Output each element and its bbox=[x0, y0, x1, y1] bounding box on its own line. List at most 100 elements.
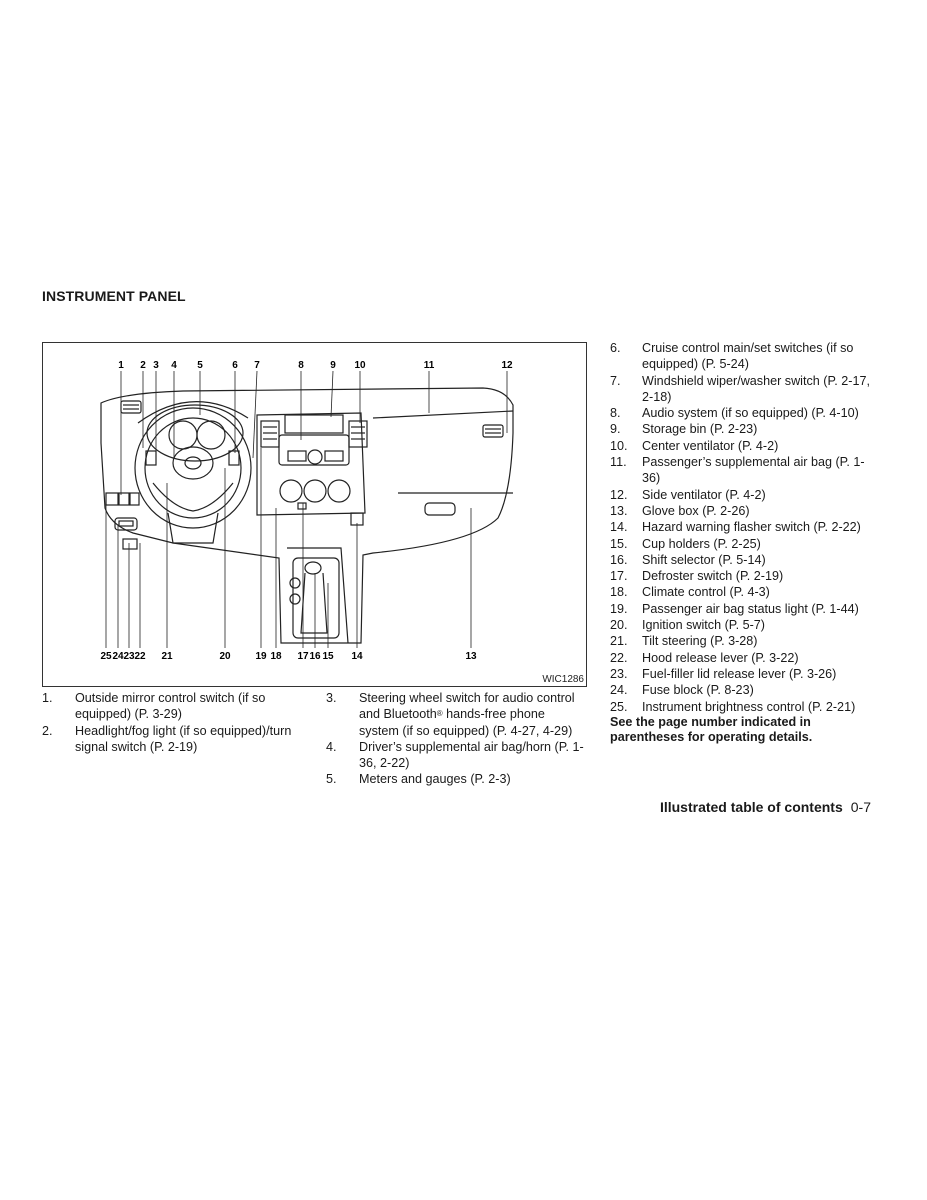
footer-title: Illustrated table of contents bbox=[659, 799, 843, 815]
legend-item-number: 10. bbox=[610, 438, 628, 453]
legend-item: 9.Storage bin (P. 2-23) bbox=[610, 421, 875, 437]
callout-11: 11 bbox=[424, 360, 435, 371]
callout-25: 25 bbox=[100, 651, 112, 662]
legend-item-number: 23. bbox=[610, 666, 628, 681]
legend-item-number: 14. bbox=[610, 520, 628, 535]
legend-item-number: 8. bbox=[610, 406, 621, 421]
legend-column-1: 1. Outside mirror control switch (if so e… bbox=[42, 690, 312, 755]
legend-item-text-main: Fuse block (P. 8-23) bbox=[642, 683, 754, 698]
legend-item: 19. Passenger air bag status light (P. 1-… bbox=[610, 601, 875, 617]
callout-23: 23 bbox=[123, 651, 135, 662]
legend-item-number: 19. bbox=[610, 601, 628, 616]
legend-item-text: Glove box (P. 2-26) bbox=[642, 503, 875, 519]
legend-item-text-main: Shift selector (P. 5-14) bbox=[642, 552, 766, 567]
legend-item-text-main: Storage bin (P. 2-23) bbox=[642, 422, 758, 437]
legend-item: 24. Fuse block (P. 8-23) bbox=[610, 682, 875, 698]
legend-item-text: Tilt steering (P. 3-28) bbox=[642, 633, 875, 649]
legend-item: 14. Hazard warning flasher switch (P. 2-2… bbox=[610, 519, 875, 535]
callout-13: 13 bbox=[465, 651, 477, 662]
legend-item: 5. Meters and gauges (P. 2-3) bbox=[326, 771, 588, 787]
legend-item-text-main: Cup holders (P. 2-25) bbox=[642, 536, 761, 551]
legend-item-number: 2. bbox=[42, 723, 53, 738]
legend-item-text: Center ventilator (P. 4-2) bbox=[642, 438, 875, 454]
legend-item-text-main: Climate control (P. 4-3) bbox=[642, 585, 770, 600]
legend-item-text: Hood release lever (P. 3-22) bbox=[642, 650, 875, 666]
legend-item-text: Windshield wiper/washer switch (P. 2-17,… bbox=[642, 373, 875, 406]
legend-item-number: 24. bbox=[610, 683, 628, 698]
legend-item: 25. Instrument brightness control (P. 2-2… bbox=[610, 699, 875, 715]
legend-item-number: 7. bbox=[610, 373, 621, 388]
legend-item: 20.Ignition switch (P. 5-7) bbox=[610, 617, 875, 633]
legend-item-number: 3. bbox=[326, 691, 337, 705]
legend-item-number: 25. bbox=[610, 699, 628, 714]
legend-item-number: 11. bbox=[610, 455, 627, 470]
legend-item: 15. Cup holders (P. 2-25) bbox=[610, 536, 875, 552]
legend-item-number: 1. bbox=[42, 691, 53, 705]
callout-16: 16 bbox=[309, 651, 321, 662]
legend-item: 22.Hood release lever (P. 3-22) bbox=[610, 650, 875, 666]
legend-item-text-main: Passenger’s supplemental air bag (P. 1-3… bbox=[642, 455, 865, 486]
legend-item-text: Cup holders (P. 2-25) bbox=[642, 536, 875, 552]
legend-item-text: Ignition switch (P. 5-7) bbox=[642, 617, 875, 633]
legend-item-number: 12. bbox=[610, 487, 628, 502]
legend-item-number: 5. bbox=[326, 772, 337, 787]
callout-22: 22 bbox=[134, 651, 146, 662]
callout-7: 7 bbox=[254, 360, 260, 371]
legend-item-text: Instrument brightness control (P. 2-21) bbox=[642, 699, 875, 715]
legend-item: 1. Outside mirror control switch (if so e… bbox=[42, 690, 312, 723]
legend-item-text-main: Glove box (P. 2-26) bbox=[642, 503, 750, 518]
legend-item-text-main: Steering wheel switch for audio control … bbox=[359, 691, 575, 722]
legend-item: 18. Climate control (P. 4-3) bbox=[610, 584, 875, 600]
legend-item: 6. Cruise control main/set switches (if s… bbox=[610, 340, 875, 373]
legend-item-text-main: Windshield wiper/washer switch (P. 2-17,… bbox=[642, 373, 870, 404]
legend-item-text: Fuse block (P. 8-23) bbox=[642, 682, 875, 698]
legend-item: 11. Passenger’s supplemental air bag (P. … bbox=[610, 454, 875, 487]
callout-18: 18 bbox=[270, 651, 282, 662]
legend-item-number: 21. bbox=[610, 634, 628, 649]
legend-item-text: Driver’s supplemental air bag/horn (P. 1… bbox=[359, 739, 588, 772]
legend-item-text: Hazard warning flasher switch (P. 2-22) bbox=[642, 519, 875, 535]
legend-item: 17.Defroster switch (P. 2-19) bbox=[610, 568, 875, 584]
callout-12: 12 bbox=[501, 360, 513, 371]
legend-item-text: Shift selector (P. 5-14) bbox=[642, 552, 875, 568]
callout-5: 5 bbox=[197, 360, 203, 371]
legend-item-text-main: Defroster switch (P. 2-19) bbox=[642, 569, 784, 584]
legend-item-text-main: Headlight/fog light (if so equipped)/tur… bbox=[75, 723, 292, 754]
callout-6: 6 bbox=[232, 360, 238, 371]
callout-21: 21 bbox=[161, 651, 173, 662]
legend-item-text-main: Instrument brightness control (P. 2-21) bbox=[642, 699, 856, 714]
legend-item-text-main: Driver’s supplemental air bag/horn (P. 1… bbox=[359, 739, 584, 771]
legend-item-text-main: Fuel-filler lid release lever (P. 3-26) bbox=[642, 666, 837, 681]
callout-4: 4 bbox=[171, 360, 177, 371]
legend-item-text-main: Tilt steering (P. 3-28) bbox=[642, 634, 758, 649]
legend-item: 12.Side ventilator (P. 4-2) bbox=[610, 487, 875, 503]
legend-item: 10. Center ventilator (P. 4-2) bbox=[610, 438, 875, 454]
legend-item-text: Cruise control main/set switches (if so … bbox=[642, 340, 875, 373]
legend-item-text: Steering wheel switch for audio control … bbox=[359, 690, 588, 739]
legend-item-text-main: Outside mirror control switch (if so equ… bbox=[75, 691, 266, 722]
legend-item-text: Defroster switch (P. 2-19) bbox=[642, 568, 875, 584]
callout-10: 10 bbox=[354, 360, 366, 371]
callout-15: 15 bbox=[322, 651, 334, 662]
callout-3: 3 bbox=[153, 360, 159, 371]
legend-item-text: Storage bin (P. 2-23) bbox=[642, 421, 875, 437]
legend-item-number: 15. bbox=[610, 536, 628, 551]
legend-item-number: 18. bbox=[610, 585, 628, 600]
legend-item: 3. Steering wheel switch for audio contro… bbox=[326, 690, 588, 739]
legend-item-text-main: Audio system (if so equipped) (P. 4-10) bbox=[642, 406, 859, 421]
legend-item-text: Fuel-filler lid release lever (P. 3-26) bbox=[642, 666, 875, 682]
legend-item-text-main: Passenger air bag status light (P. 1-44) bbox=[642, 601, 859, 616]
callout-24: 24 bbox=[112, 651, 124, 662]
legend-item-text-after: hands-free phone system (if so equipped)… bbox=[359, 707, 573, 738]
legend-item-number: 16. bbox=[610, 552, 628, 567]
legend-item-text-main: Hazard warning flasher switch (P. 2-22) bbox=[642, 520, 861, 535]
legend-item-text-main: Meters and gauges (P. 2-3) bbox=[359, 772, 511, 787]
legend-item-number: 6. bbox=[610, 341, 621, 355]
legend-item: 8. Audio system (if so equipped) (P. 4-10… bbox=[610, 405, 875, 421]
legend-item-text-main: Cruise control main/set switches (if so … bbox=[642, 341, 854, 372]
legend-item-text: Meters and gauges (P. 2-3) bbox=[359, 771, 588, 787]
figure-code: WIC1286 bbox=[542, 674, 584, 685]
